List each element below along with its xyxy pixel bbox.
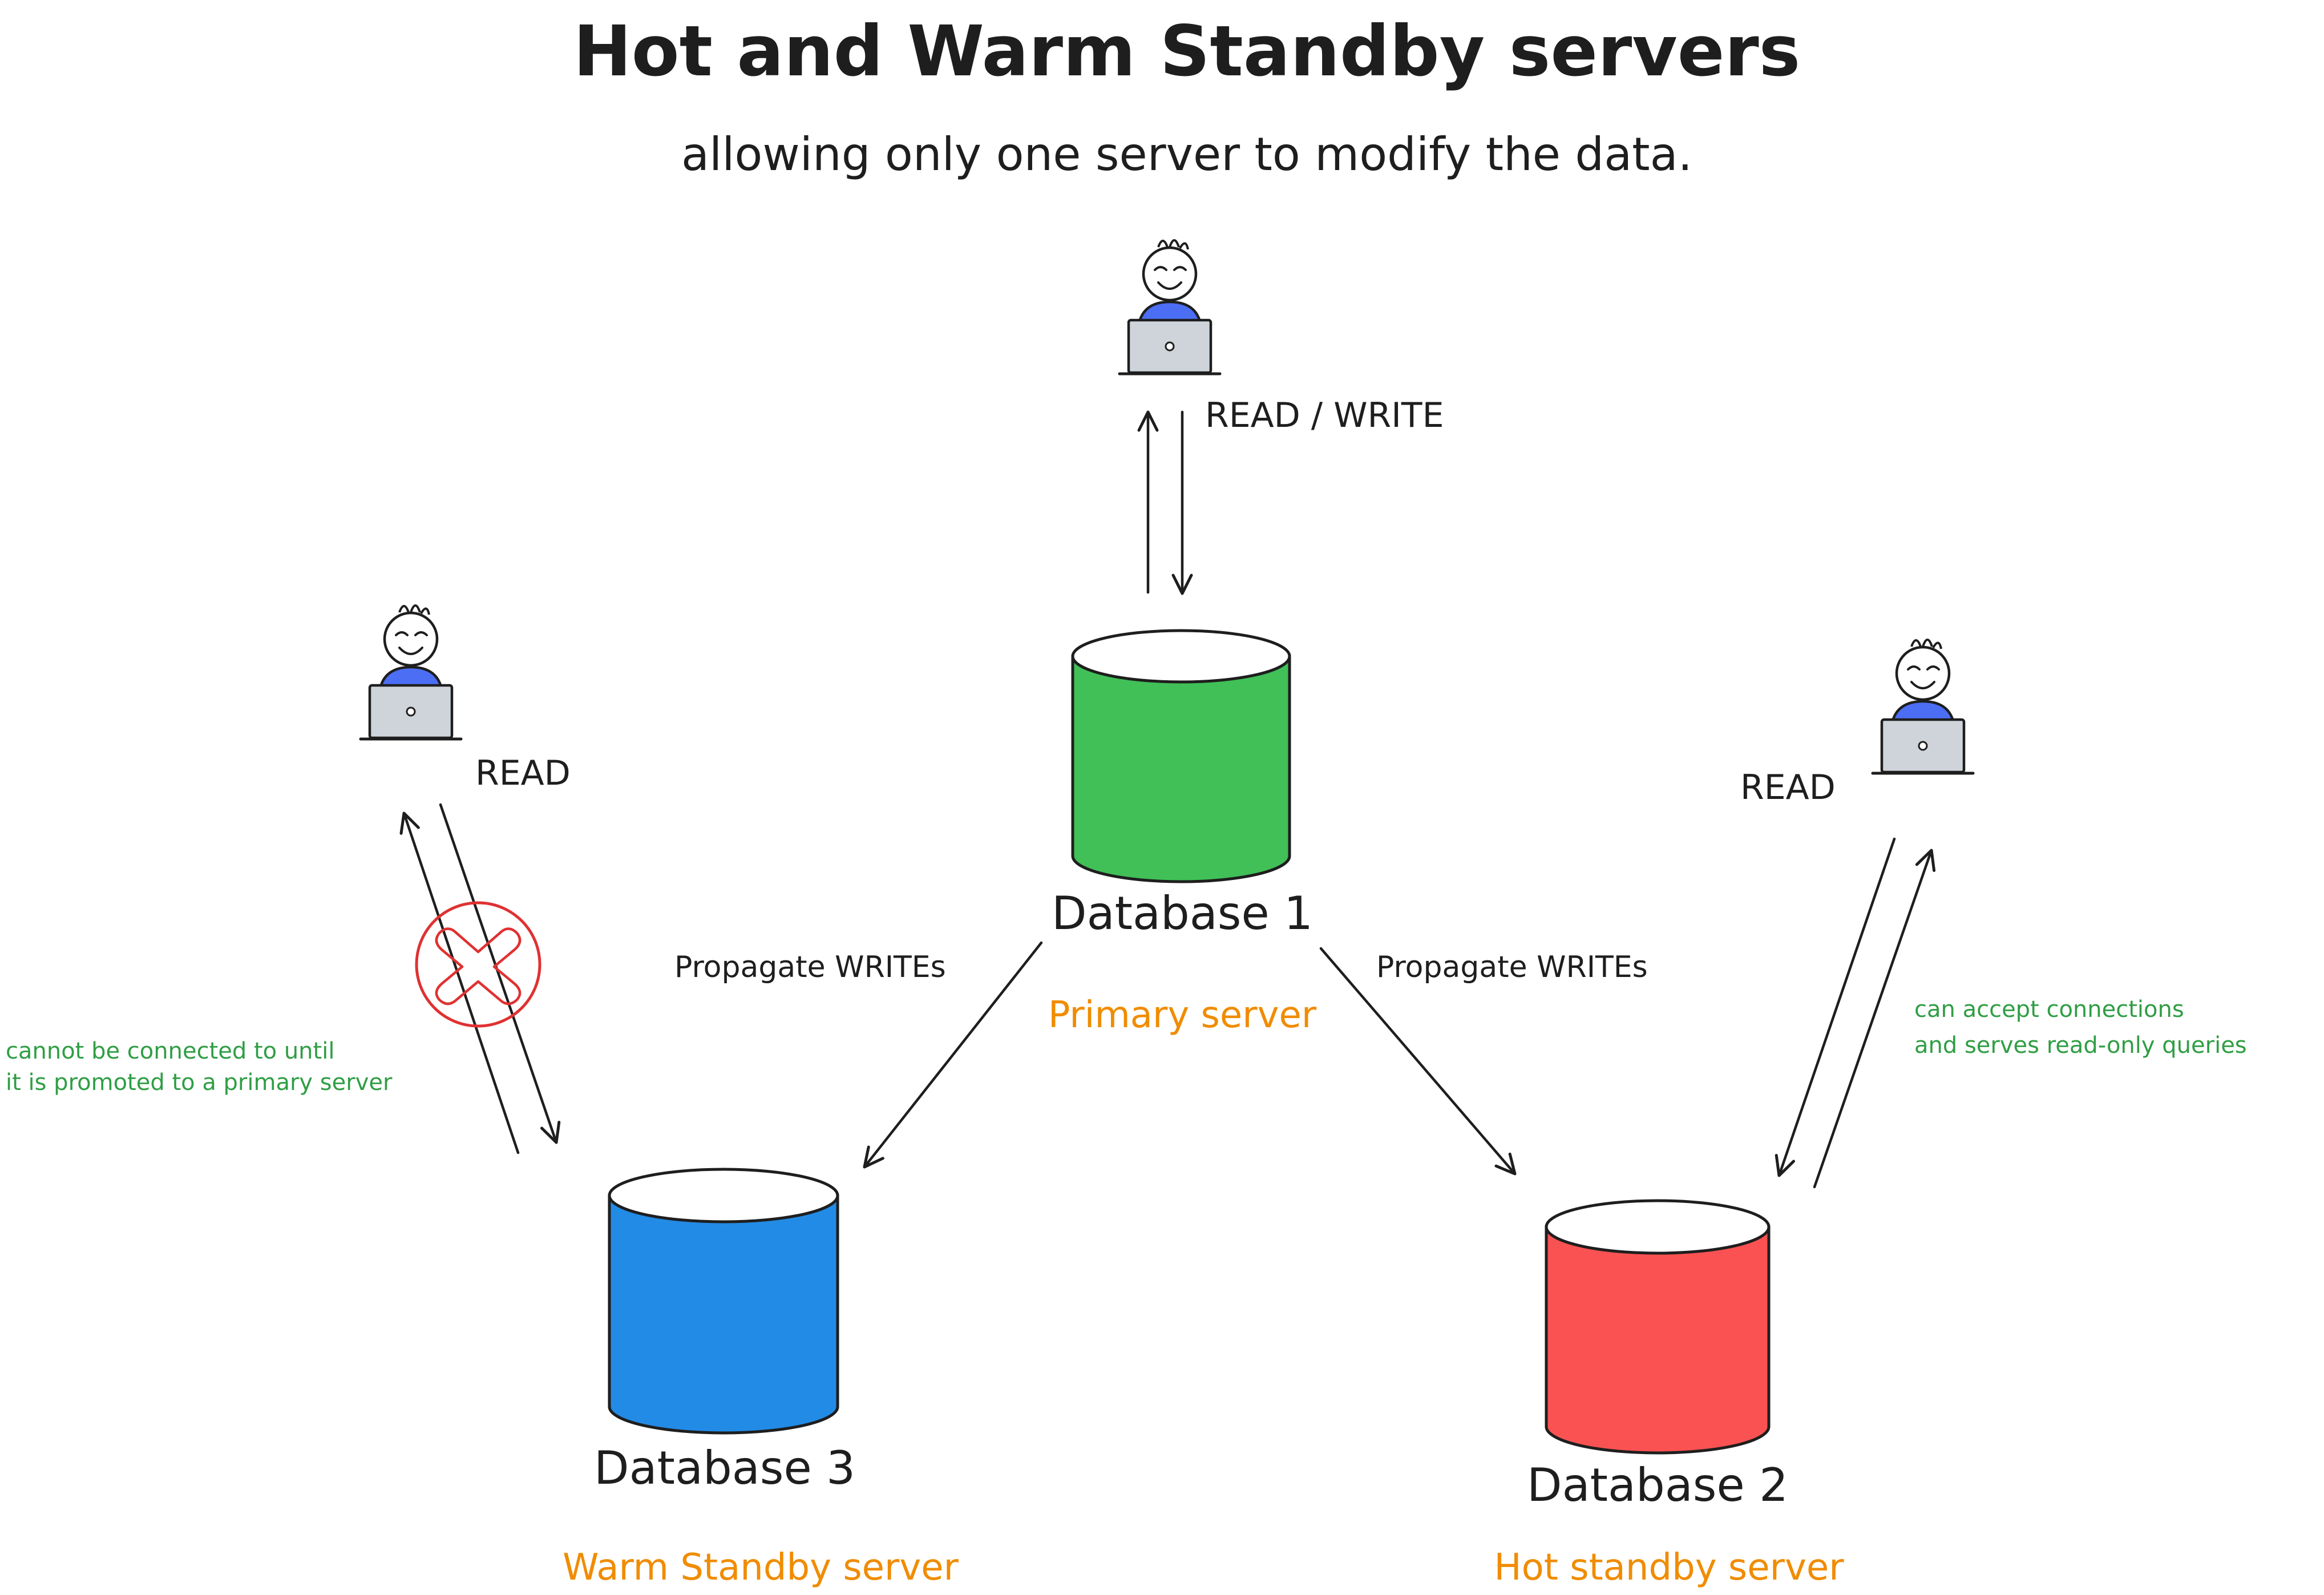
warm-request-arrow [439, 803, 561, 1144]
database-1-cylinder-icon [1071, 629, 1291, 883]
hot-read-label: READ [1740, 768, 1836, 807]
hot-response-arrow [1813, 849, 1936, 1189]
warm-standby-label: Warm Standby server [563, 1546, 959, 1589]
warm-standby-note-line-2: it is promoted to a primary server [6, 1069, 393, 1096]
warm-read-label: READ [475, 753, 571, 793]
warm-standby-note: cannot be connected to until it is promo… [6, 1038, 393, 1096]
hot-standby-note: can accept connections and serves read-o… [1914, 996, 2247, 1059]
propagate-to-hot-arrow [1319, 947, 1517, 1176]
warm-read-arrow [399, 811, 520, 1154]
page-title: Hot and Warm Standby servers [573, 11, 1801, 92]
page-subtitle: allowing only one server to modify the d… [681, 128, 1692, 181]
hot-standby-note-line-1: can accept connections [1914, 996, 2184, 1023]
database-3-cylinder-icon [608, 1168, 839, 1435]
database-2-cylinder-icon [1545, 1199, 1771, 1455]
hot-standby-note-line-2: and serves read-only queries [1914, 1032, 2247, 1059]
hot-standby-label: Hot standby server [1494, 1546, 1845, 1589]
propagate-to-warm-arrow [863, 941, 1043, 1169]
hot-user-icon [1873, 640, 1973, 773]
propagate-writes-right-label: Propagate WRITEs [1376, 950, 1648, 984]
database-2-label: Database 2 [1527, 1459, 1788, 1512]
blocked-connection-icon [415, 901, 541, 1028]
warm-standby-note-line-1: cannot be connected to until [6, 1038, 334, 1064]
propagate-writes-left-label: Propagate WRITEs [674, 950, 946, 984]
read-write-label: READ / WRITE [1205, 395, 1444, 435]
database-1-label: Database 1 [1052, 887, 1313, 940]
warm-user-icon [361, 605, 461, 739]
hot-request-arrow [1775, 837, 1896, 1177]
database-3-label: Database 3 [594, 1441, 855, 1495]
primary-user-icon [1119, 240, 1220, 374]
primary-server-label: Primary server [1048, 994, 1317, 1036]
